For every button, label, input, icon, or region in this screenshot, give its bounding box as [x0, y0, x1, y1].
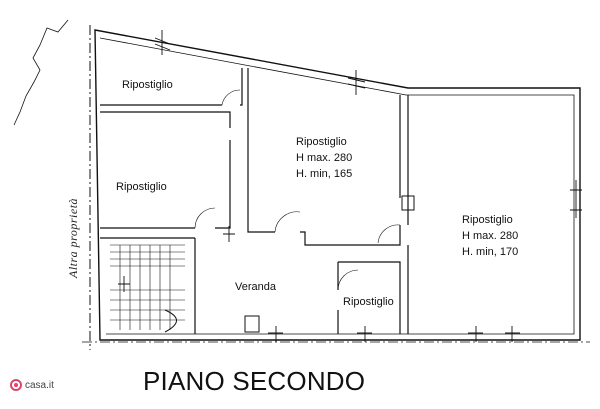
stairs [110, 244, 185, 330]
room-label-rip4-hmin: H. min, 170 [462, 246, 518, 258]
door-rip4 [377, 224, 401, 244]
room-label-rip4-hmax: H max. 280 [462, 230, 518, 242]
window-marks [118, 30, 582, 342]
room-rip1-wall [100, 68, 243, 106]
outer-wall [94, 29, 581, 341]
door-rip3 [274, 211, 301, 233]
door-rip1 [221, 89, 241, 106]
stair-landing [164, 309, 177, 333]
room-rip2-wall [100, 111, 231, 229]
room-label-rip3-hmin: H. min, 165 [296, 168, 352, 180]
room-label-rip5: Ripostiglio [343, 296, 394, 308]
room-label-rip4: Ripostiglio [462, 214, 513, 226]
chimney-block [401, 195, 415, 211]
room-label-rip3-hmax: H max. 280 [296, 152, 352, 164]
room-label-rip3: Ripostiglio [296, 136, 347, 148]
outer-property-label: Altra proprietà [66, 198, 80, 279]
plan-title: PIANO SECONDO [143, 366, 366, 396]
casa-logo-icon [10, 379, 22, 391]
room-label-rip1: Ripostiglio [122, 79, 173, 91]
room-rip5-wall [337, 261, 401, 334]
room-label-veranda: Veranda [235, 281, 277, 293]
room-label-rip2: Ripostiglio [116, 181, 167, 193]
outer-wall-inner [99, 37, 575, 335]
watermark: casa.it [10, 379, 54, 391]
door-rip2 [194, 207, 216, 229]
door-rip5 [337, 269, 359, 291]
veranda-post [244, 315, 260, 333]
veranda-wall [100, 237, 196, 334]
watermark-text: casa.it [25, 379, 54, 391]
room-rip3-wall [247, 68, 401, 246]
neighbor-outline [13, 19, 69, 126]
